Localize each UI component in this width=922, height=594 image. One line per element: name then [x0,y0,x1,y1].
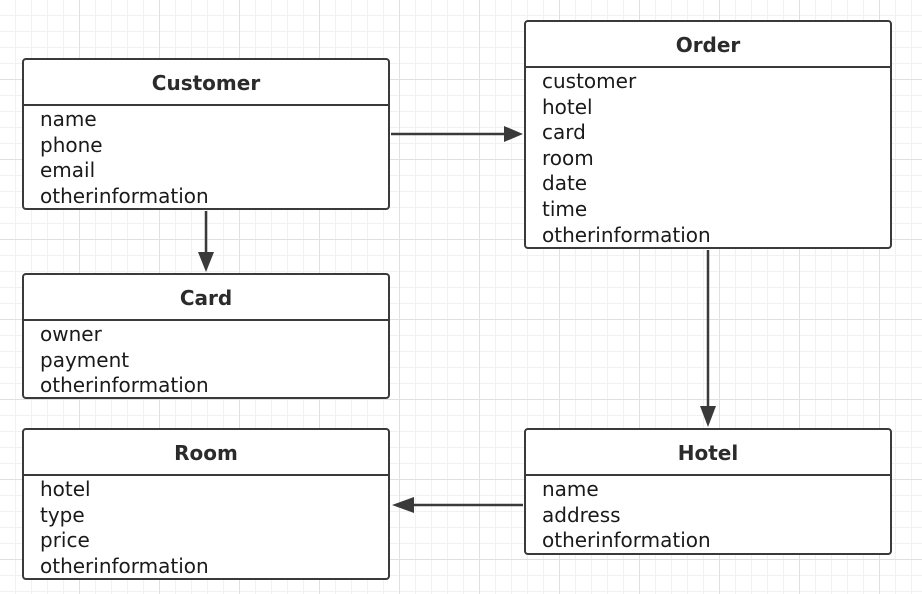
class-title-room: Room [24,430,388,476]
attribute-phone: phone [40,132,103,157]
class-attributes-customer: name phone email otherinformation [24,106,388,208]
attribute-price: price [40,528,90,553]
attribute-date: date [542,171,588,196]
attribute-email: email [40,158,96,183]
attribute-otherinformation: otherinformation [542,528,711,553]
arrow-customer-to-order [391,126,523,142]
class-attributes-order: customer hotel card room date time other… [526,68,890,247]
attribute-type: type [40,502,85,527]
attribute-name: name [542,477,599,501]
class-attributes-card: owner payment otherinformation [24,321,388,398]
class-attributes-hotel: name address otherinformation [526,476,890,553]
attribute-customer: customer [542,69,637,93]
class-box-room[interactable]: Room hotel type price otherinformation [22,428,390,580]
attribute-card: card [542,120,586,145]
attribute-room: room [542,145,594,170]
attribute-time: time [542,196,588,221]
class-box-hotel[interactable]: Hotel name address otherinformation [524,428,892,555]
class-title-customer: Customer [24,60,388,106]
attribute-address: address [542,502,621,527]
attribute-otherinformation: otherinformation [40,183,209,208]
attribute-name: name [40,107,97,131]
attribute-otherinformation: otherinformation [40,373,209,398]
attribute-owner: owner [40,322,102,346]
attribute-payment: payment [40,347,130,372]
class-box-customer[interactable]: Customer name phone email otherinformati… [22,58,390,210]
class-attributes-room: hotel type price otherinformation [24,476,388,578]
class-title-hotel: Hotel [526,430,890,476]
attribute-hotel: hotel [40,477,91,501]
attribute-otherinformation: otherinformation [40,553,209,578]
attribute-otherinformation: otherinformation [542,222,711,247]
arrow-order-to-hotel [700,250,716,427]
class-box-order[interactable]: Order customer hotel card room date time… [524,20,892,249]
arrow-hotel-to-room [392,497,523,513]
class-title-card: Card [24,275,388,321]
class-box-card[interactable]: Card owner payment otherinformation [22,273,390,399]
arrow-customer-to-card [198,211,214,272]
attribute-hotel: hotel [542,94,593,119]
class-title-order: Order [526,22,890,68]
